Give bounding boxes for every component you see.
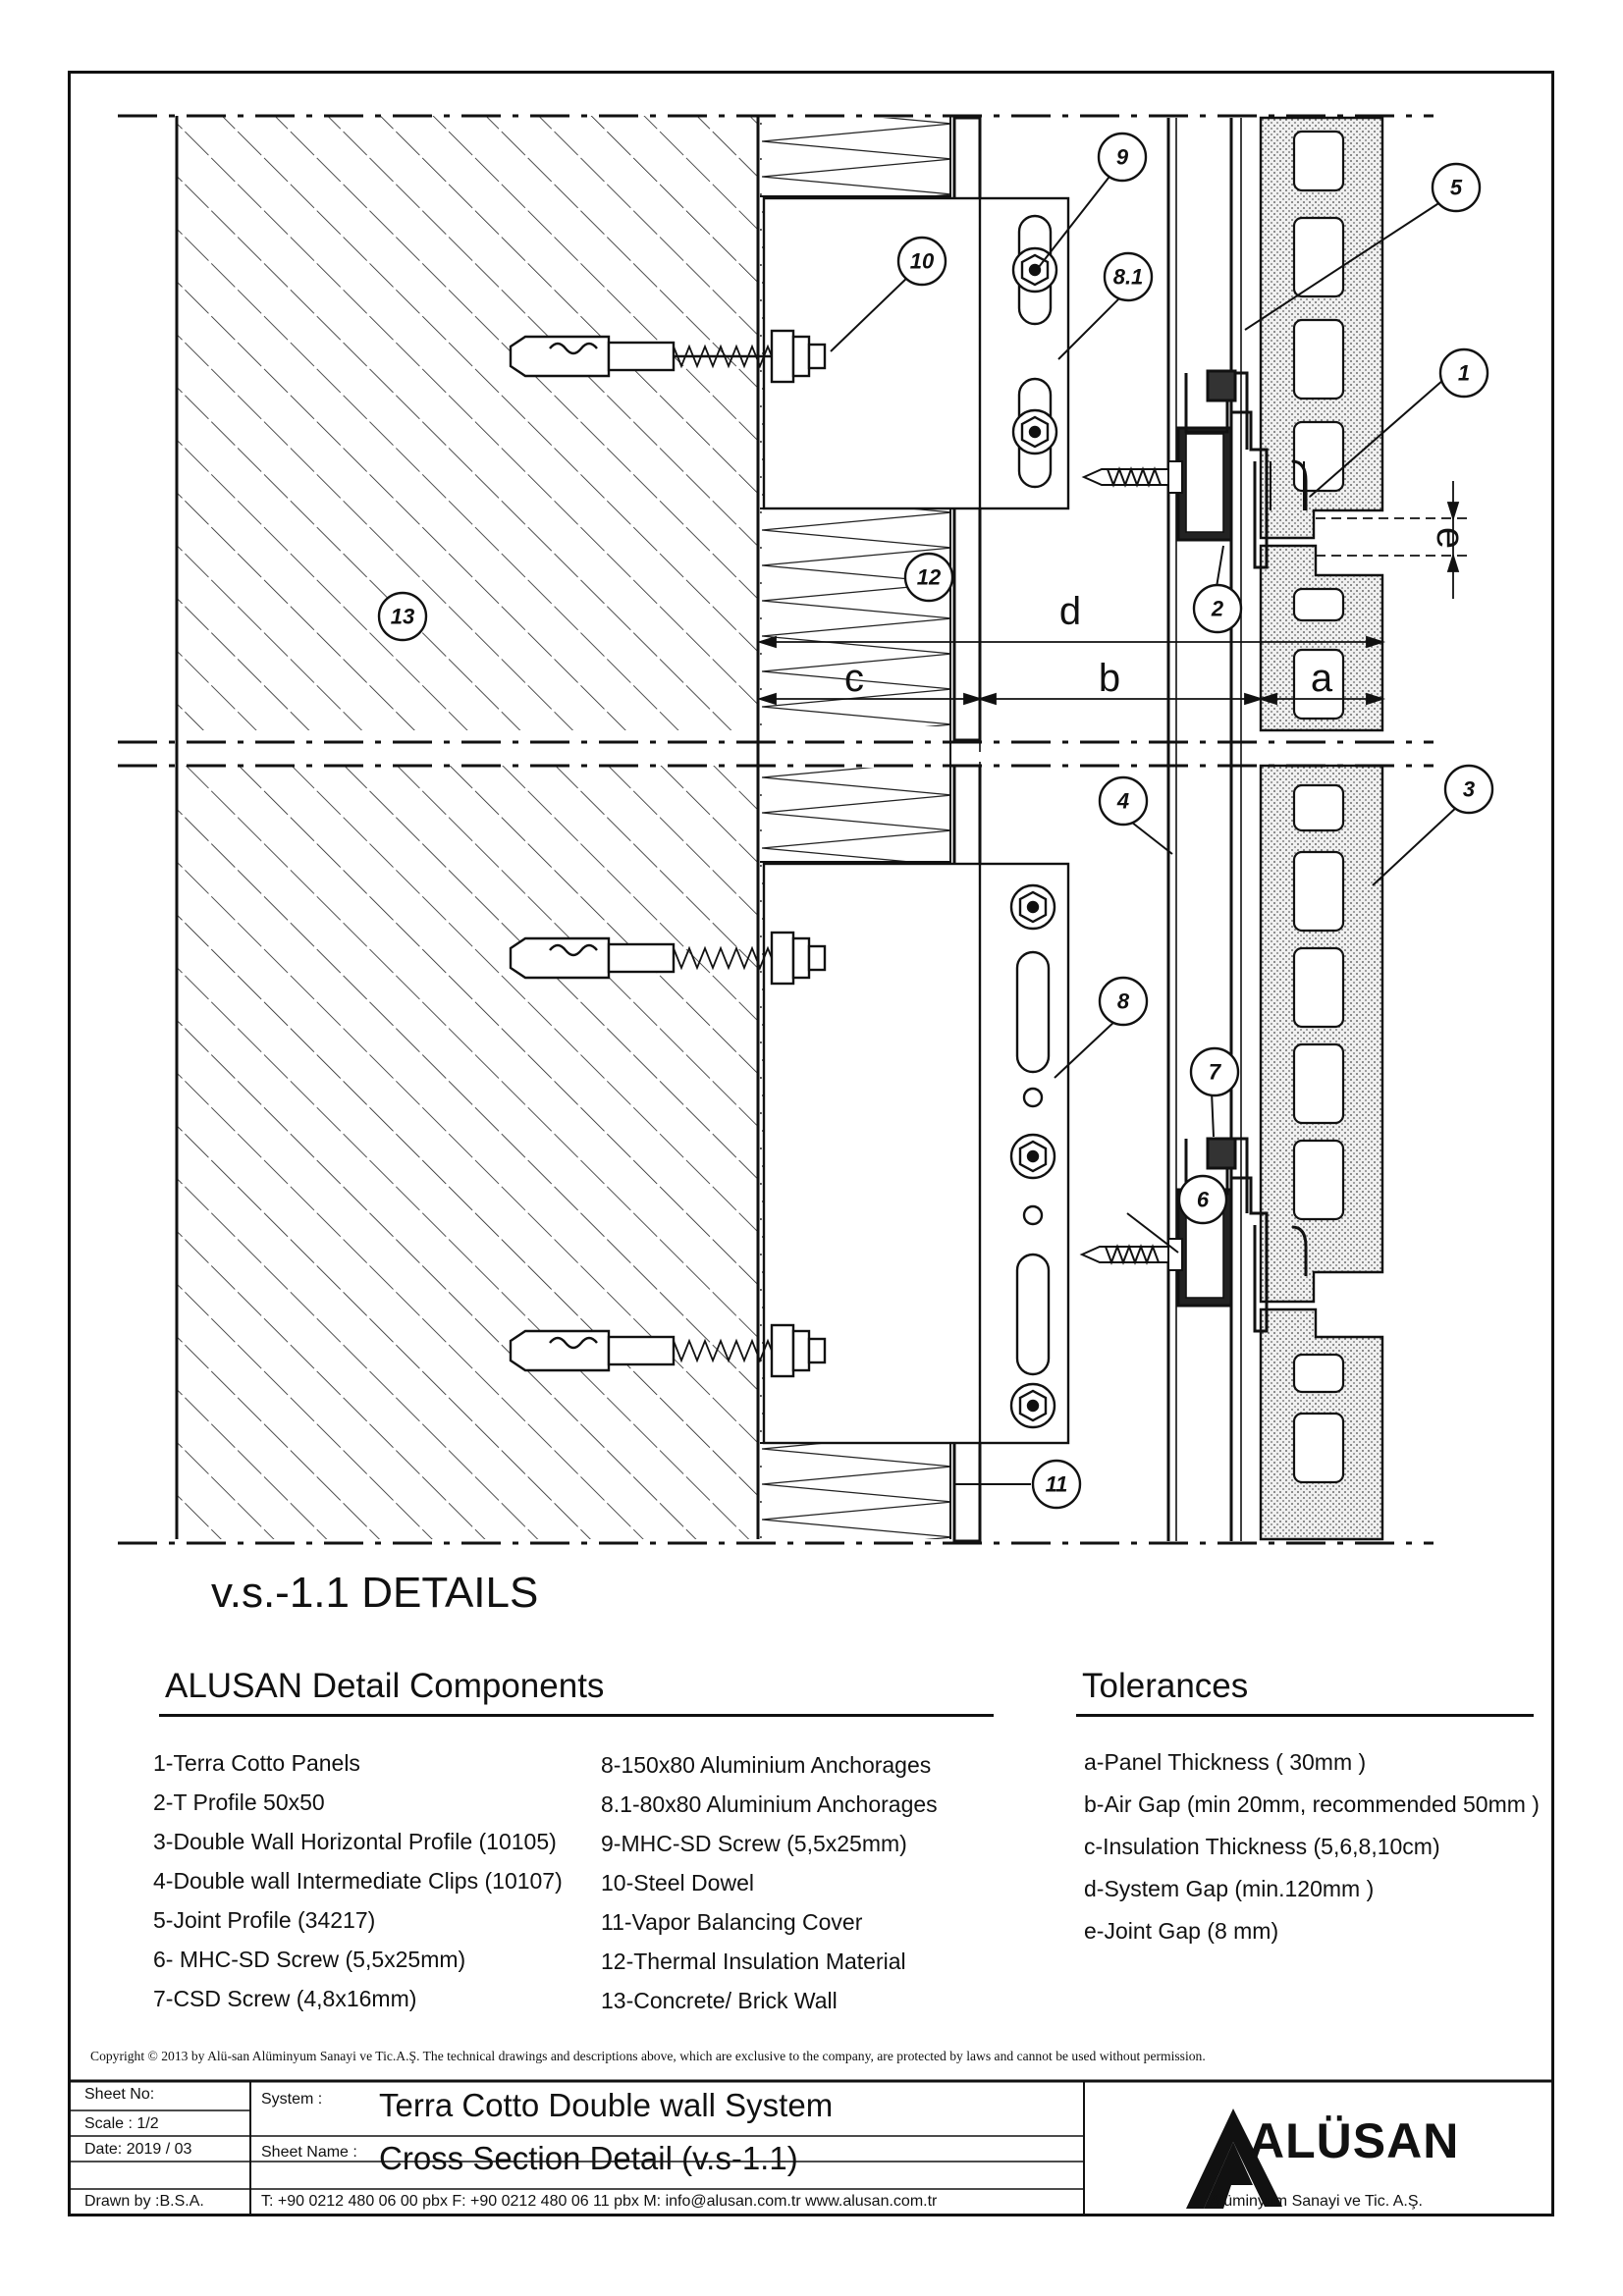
component-item: 9-MHC-SD Screw (5,5x25mm) [601,1831,907,1856]
callout-12: 12 [917,565,942,590]
component-item: 8.1-80x80 Aluminium Anchorages [601,1791,938,1817]
callout-7: 7 [1209,1060,1222,1085]
callout-13: 13 [391,605,414,629]
system-label: System : [261,2091,323,2108]
dim-c: c [844,657,864,700]
component-item: 12-Thermal Insulation Material [601,1949,906,1974]
logo-subtitle: Alüminyum Sanayi ve Tic. A.Ş. [1210,2193,1423,2210]
dim-e: e [1429,527,1472,549]
dimension-lines [756,481,1473,706]
sheet-no-label: Sheet No: [84,2086,155,2103]
tolerance-item: c-Insulation Thickness (5,6,8,10cm) [1084,1834,1440,1859]
date-label: Date: 2019 / 03 [84,2141,192,2158]
details-title: v.s.-1.1 DETAILS [211,1569,539,1617]
callout-4: 4 [1116,789,1129,814]
system-value: Terra Cotto Double wall System [379,2087,834,2123]
callout-8: 8 [1117,989,1130,1014]
component-item: 13-Concrete/ Brick Wall [601,1988,838,2013]
component-item: 10-Steel Dowel [601,1870,754,1896]
component-item: 1-Terra Cotto Panels [153,1750,360,1776]
sheet-name-value: Cross Section Detail (v.s-1.1) [379,2140,798,2176]
logo-text: ALÜSAN [1249,2113,1460,2168]
components-list-left: 1-Terra Cotto Panels 2-T Profile 50x50 3… [153,1743,563,2018]
tolerance-item: a-Panel Thickness ( 30mm ) [1084,1749,1367,1775]
component-item: 7-CSD Screw (4,8x16mm) [153,1986,417,2011]
terra-cotta-panels [1259,116,1384,1541]
component-item: 2-T Profile 50x50 [153,1789,325,1815]
callout-circles [377,132,1494,1510]
callout-5: 5 [1450,176,1463,200]
callout-2: 2 [1211,597,1224,621]
drawing-frame [68,71,1554,2216]
component-item: 8-150x80 Aluminium Anchorages [601,1752,932,1778]
scale-label: Scale : 1/2 [84,2115,159,2132]
tolerance-item: d-System Gap (min.120mm ) [1084,1876,1375,1901]
tolerance-item: e-Joint Gap (8 mm) [1084,1918,1279,1944]
hex-bolts [1009,246,1058,1429]
components-heading: ALUSAN Detail Components [165,1667,605,1705]
tolerance-item: b-Air Gap (min 20mm, recommended 50mm ) [1084,1791,1540,1817]
tolerances-list: a-Panel Thickness ( 30mm ) b-Air Gap (mi… [1084,1741,1540,1952]
callout-6: 6 [1197,1188,1210,1212]
callout-8-1: 8.1 [1113,265,1144,290]
components-list-right: 8-150x80 Aluminium Anchorages 8.1-80x80 … [601,1745,938,2020]
break-lines [118,114,1434,1545]
copyright-notice: Copyright © 2013 by Alü-san Alüminyum Sa… [90,2049,1206,2063]
dim-d: d [1059,590,1081,633]
contact-info: T: +90 0212 480 06 00 pbx F: +90 0212 48… [261,2193,938,2210]
component-item: 11-Vapor Balancing Cover [601,1909,863,1935]
sheet-name-label: Sheet Name : [261,2144,357,2161]
components-underline [159,1714,994,1717]
dim-b: b [1099,657,1120,700]
callout-1: 1 [1458,361,1470,386]
self-drilling-screws [1079,460,1183,1271]
callout-9: 9 [1116,145,1129,170]
callout-11: 11 [1046,1472,1068,1497]
callout-3: 3 [1463,777,1475,802]
tolerances-underline [1076,1714,1534,1717]
component-item: 6- MHC-SD Screw (5,5x25mm) [153,1947,466,1972]
tolerances-heading: Tolerances [1082,1667,1249,1705]
leader-lines [830,172,1460,1485]
dim-a: a [1311,657,1333,700]
alusan-logo-mark [1186,2109,1282,2209]
callout-10: 10 [910,249,935,274]
component-item: 4-Double wall Intermediate Clips (10107) [153,1868,563,1894]
steel-dowels [509,329,827,1378]
component-item: 5-Joint Profile (34217) [153,1907,376,1933]
concrete-wall [175,116,760,1539]
component-item: 3-Double Wall Horizontal Profile (10105) [153,1829,557,1854]
drawn-by-label: Drawn by :B.S.A. [84,2193,204,2210]
